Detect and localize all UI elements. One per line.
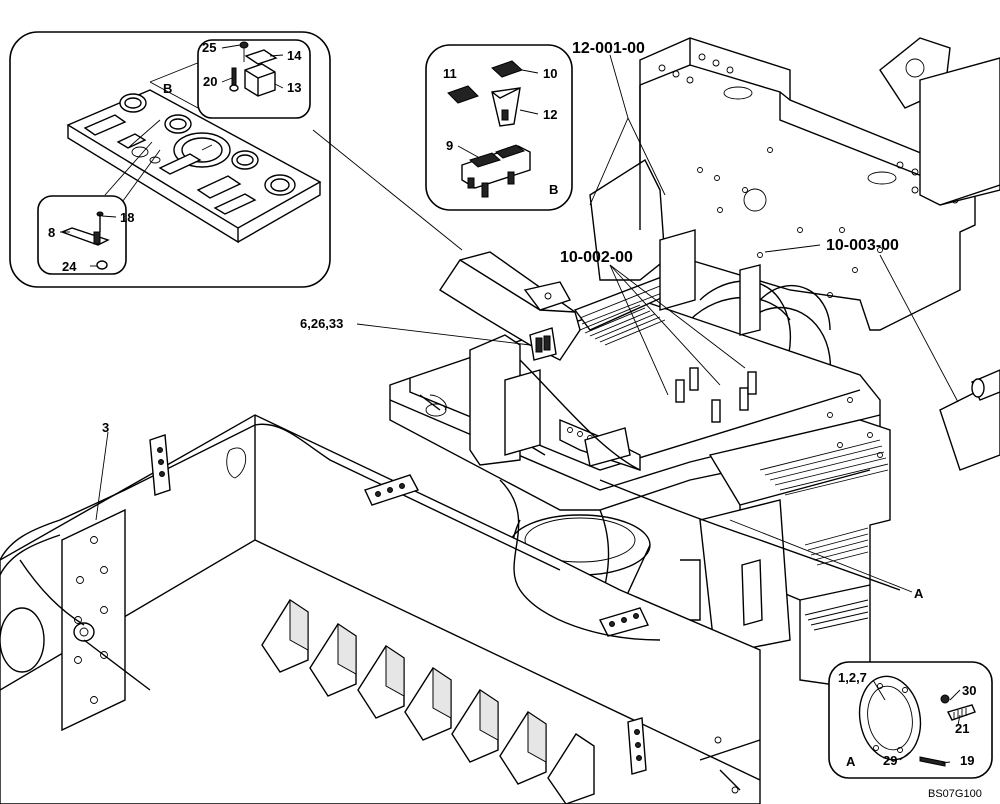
label-cab-frame: 12-001-00 — [572, 40, 645, 57]
label-detail-a-ref: A — [914, 586, 924, 601]
label-switch-group: 6,26,33 — [300, 316, 343, 331]
cover-plate-detail-a — [828, 661, 993, 779]
leader-lines — [60, 44, 961, 764]
label-part-12: 12 — [543, 107, 557, 122]
label-part-13: 13 — [287, 80, 301, 95]
label-part-18: 18 — [120, 210, 134, 225]
label-main-wiring: 3 — [102, 420, 109, 435]
connector-blocks — [149, 427, 649, 775]
label-part-24: 24 — [62, 259, 77, 274]
label-detail-b-title: B — [549, 182, 558, 197]
label-left-console: 10-002-00 — [560, 249, 633, 266]
label-part-10: 10 — [543, 66, 557, 81]
cab-frame-structure — [589, 37, 1000, 471]
label-detail-a-title: A — [846, 754, 856, 769]
label-part-19: 19 — [960, 753, 974, 768]
connector-block-bottom — [627, 717, 647, 775]
label-part-8: 8 — [48, 225, 55, 240]
labels: 12-001-00 10-002-00 10-003-00 6,26,33 3 … — [48, 40, 982, 800]
connector-block-middle — [364, 474, 420, 506]
label-part-25: 25 — [202, 40, 216, 55]
instrument-panel-detail — [9, 31, 463, 288]
label-detail-b-ref: B — [163, 81, 172, 96]
drawing-id: BS07G100 — [928, 788, 982, 800]
lower-frame — [0, 414, 761, 804]
left-console-bracket — [439, 229, 761, 423]
connector-block-upper — [149, 434, 171, 496]
connector-block-lower — [599, 607, 649, 637]
switch-detail-b — [425, 44, 573, 211]
label-part-11: 11 — [443, 66, 457, 81]
wiring-harness — [19, 359, 901, 691]
label-part-29: 29 — [883, 753, 897, 768]
label-right-console: 10-003-00 — [826, 237, 899, 254]
label-part-30: 30 — [962, 683, 976, 698]
label-part-21: 21 — [955, 721, 969, 736]
label-part-9: 9 — [446, 138, 453, 153]
label-part-14: 14 — [287, 48, 302, 63]
label-part-20: 20 — [203, 74, 217, 89]
label-part-1-2-7: 1,2,7 — [838, 670, 867, 685]
